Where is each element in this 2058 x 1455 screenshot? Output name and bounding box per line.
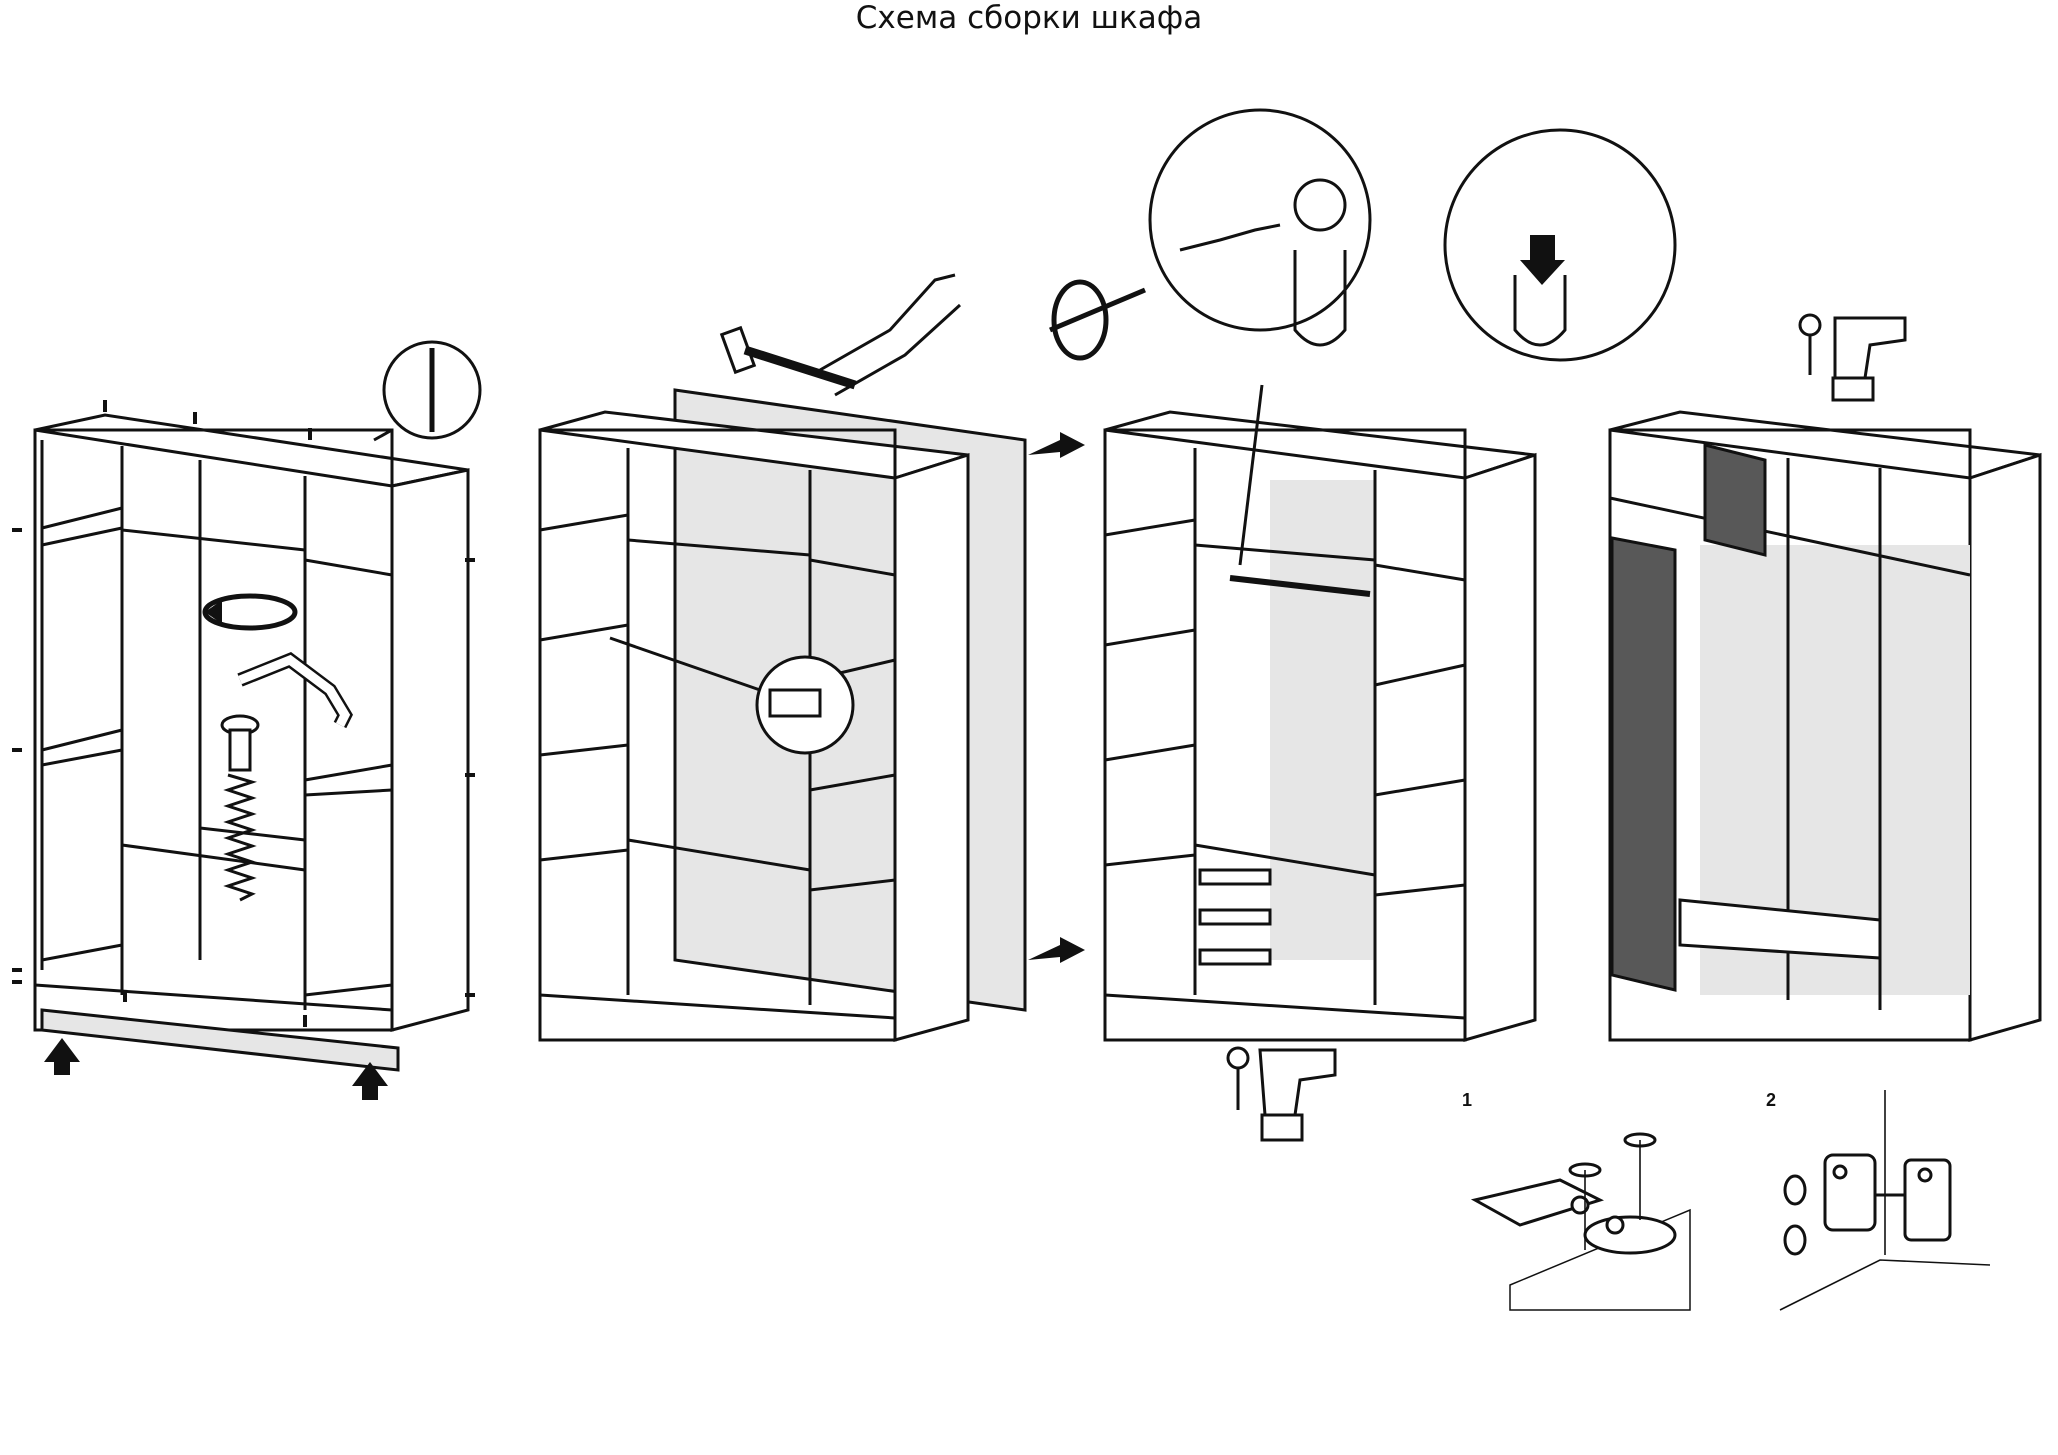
step-3-rail-and-hinges <box>1049 108 1677 1142</box>
screwdriver-icon <box>1568 1132 1657 1250</box>
diagram-title: Схема сборки шкафа <box>855 0 1203 36</box>
hammer-icon <box>719 273 962 397</box>
rail-holder-detail <box>1179 178 1567 347</box>
step-4-doors-and-drawer <box>1608 313 2042 1042</box>
screwdriver-icon <box>1049 279 1146 361</box>
rail-holder-magnifier-2 <box>1443 128 1677 362</box>
open-door-top <box>1703 443 1767 557</box>
step-2-back-panel <box>538 273 1085 1042</box>
open-door-left <box>1610 536 1677 992</box>
screwdriver-icon <box>1783 1174 1807 1256</box>
hinge-step-number-2: 2 <box>1766 1090 1777 1110</box>
allen-key-icon <box>237 652 353 729</box>
drill-icon <box>1226 1046 1337 1142</box>
hinge-icon <box>1470 1178 1677 1255</box>
hinge-step-number-1: 1 <box>1462 1090 1473 1110</box>
push-arrow-icon <box>44 1038 388 1100</box>
screw-detail-magnifier <box>373 340 482 442</box>
step-1-frame-assembly <box>12 340 482 1100</box>
dowel-icon <box>609 636 855 755</box>
rail-holder-magnifier <box>1148 108 1372 332</box>
hinge-icon <box>1823 1153 1952 1242</box>
rotation-arrow-icon <box>202 593 298 631</box>
push-arrow-icon <box>1028 432 1085 963</box>
confirmat-screw-icon <box>220 714 260 902</box>
drill-icon <box>1798 313 1907 402</box>
hinge-step-1-illustration <box>1470 1132 1691 1311</box>
hinge-step-2-illustration <box>1779 1090 1991 1311</box>
